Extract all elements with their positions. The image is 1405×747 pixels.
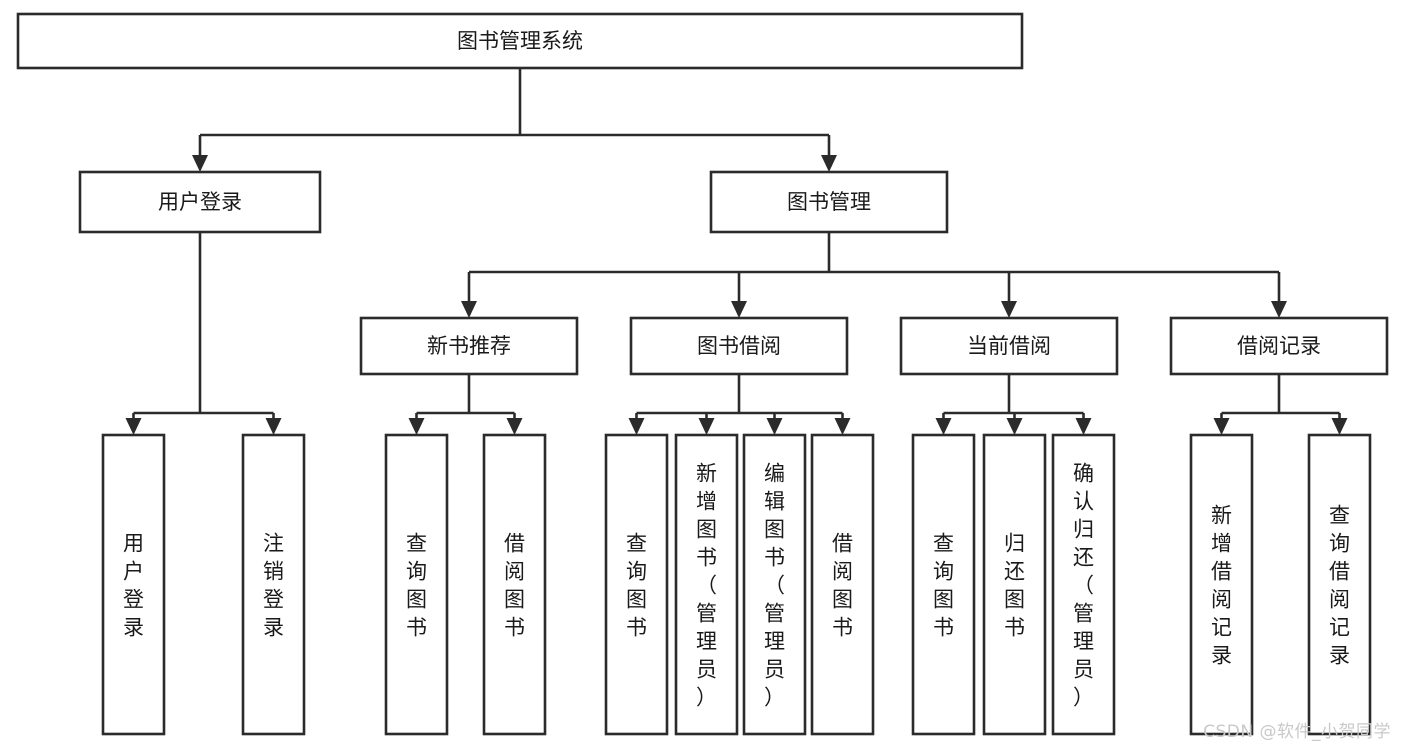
leaf-node-leaf-query-book-cur[interactable]: 查询图书	[911, 433, 976, 736]
node-box[interactable]	[911, 433, 976, 736]
root-node-book-management-system[interactable]: 图书管理系统	[16, 12, 1024, 70]
connector-layer	[125, 68, 1348, 435]
node-box[interactable]	[1051, 433, 1116, 736]
level3-node-current-borrow[interactable]: 当前借阅	[899, 316, 1119, 376]
arrow-head-icon	[506, 418, 523, 435]
node-box[interactable]	[709, 170, 949, 234]
node-label: 查询图书	[406, 531, 427, 639]
leaf-node-leaf-query-book-borrow[interactable]: 查询图书	[604, 433, 669, 736]
node-box[interactable]	[674, 433, 739, 736]
node-box[interactable]	[16, 12, 1024, 70]
node-box[interactable]	[1307, 433, 1372, 736]
node-box[interactable]	[482, 433, 547, 736]
node-label: 查询图书	[626, 531, 647, 639]
leaf-node-leaf-borrow-book[interactable]: 借阅图书	[810, 433, 875, 736]
node-label: 新增借阅记录	[1211, 503, 1232, 667]
node-label: 归还图书	[1004, 531, 1025, 639]
node-label: 图书管理	[787, 190, 871, 214]
leaf-node-leaf-confirm-return-admin[interactable]: 确认归还（管理员）	[1051, 433, 1116, 736]
arrow-head-icon	[1001, 301, 1017, 318]
arrow-head-icon	[766, 418, 783, 435]
node-label: 查询图书	[933, 531, 954, 639]
node-label: 用户登录	[123, 531, 144, 639]
arrow-head-icon	[1213, 418, 1230, 435]
node-box[interactable]	[742, 433, 807, 736]
arrow-head-icon	[1006, 418, 1023, 435]
node-box[interactable]	[359, 316, 579, 376]
arrow-head-icon	[935, 418, 952, 435]
leaf-node-leaf-return-book[interactable]: 归还图书	[982, 433, 1047, 736]
leaf-node-leaf-user-login[interactable]: 用户登录	[101, 433, 166, 736]
node-box[interactable]	[604, 433, 669, 736]
node-label: 借阅记录	[1237, 334, 1321, 358]
node-label: 新书推荐	[427, 334, 511, 358]
node-box[interactable]	[899, 316, 1119, 376]
node-label: 图书管理系统	[457, 29, 583, 53]
node-label: 查询借阅记录	[1329, 503, 1350, 667]
arrow-head-icon	[1075, 418, 1092, 435]
level2-node-book-manage[interactable]: 图书管理	[709, 170, 949, 234]
level3-node-new-book-recommend[interactable]: 新书推荐	[359, 316, 579, 376]
arrow-head-icon	[192, 155, 208, 172]
arrow-head-icon	[1331, 418, 1348, 435]
arrow-head-icon	[265, 418, 282, 435]
arrow-head-icon	[821, 155, 837, 172]
leaf-node-leaf-query-borrow-record[interactable]: 查询借阅记录	[1307, 433, 1372, 736]
node-label: 注销登录	[263, 531, 284, 639]
level2-node-user-login[interactable]: 用户登录	[78, 170, 322, 234]
node-box[interactable]	[810, 433, 875, 736]
node-label: 新增图书（管理员）	[696, 461, 717, 709]
leaf-node-leaf-add-borrow-record[interactable]: 新增借阅记录	[1189, 433, 1254, 736]
node-box[interactable]	[241, 433, 306, 736]
node-layer: 图书管理系统用户登录图书管理新书推荐图书借阅当前借阅借阅记录用户登录注销登录查询…	[16, 12, 1389, 736]
node-label: 借阅图书	[832, 531, 853, 639]
leaf-node-leaf-logout[interactable]: 注销登录	[241, 433, 306, 736]
csdn-watermark: CSDN @软件_小贺同学	[1203, 722, 1391, 742]
leaf-node-leaf-add-book-admin[interactable]: 新增图书（管理员）	[674, 433, 739, 736]
node-box[interactable]	[1169, 316, 1389, 376]
arrow-head-icon	[698, 418, 715, 435]
node-box[interactable]	[384, 433, 449, 736]
arrow-head-icon	[628, 418, 645, 435]
node-box[interactable]	[101, 433, 166, 736]
arrow-head-icon	[731, 301, 747, 318]
node-label: 借阅图书	[504, 531, 525, 639]
leaf-node-leaf-query-book-rec[interactable]: 查询图书	[384, 433, 449, 736]
node-box[interactable]	[982, 433, 1047, 736]
arrow-head-icon	[834, 418, 851, 435]
leaf-node-leaf-edit-book-admin[interactable]: 编辑图书（管理员）	[742, 433, 807, 736]
node-label: 当前借阅	[967, 334, 1051, 358]
leaf-node-leaf-borrow-book-rec[interactable]: 借阅图书	[482, 433, 547, 736]
node-label: 确认归还（管理员）	[1073, 461, 1094, 709]
level3-node-book-borrow[interactable]: 图书借阅	[629, 316, 849, 376]
node-label: 编辑图书（管理员）	[764, 461, 785, 709]
node-box[interactable]	[1189, 433, 1254, 736]
level3-node-borrow-record[interactable]: 借阅记录	[1169, 316, 1389, 376]
arrow-head-icon	[1271, 301, 1287, 318]
node-label: 图书借阅	[697, 334, 781, 358]
arrow-head-icon	[125, 418, 142, 435]
arrow-head-icon	[461, 301, 477, 318]
arrow-head-icon	[408, 418, 425, 435]
node-box[interactable]	[78, 170, 322, 234]
node-label: 用户登录	[158, 190, 242, 214]
node-box[interactable]	[629, 316, 849, 376]
